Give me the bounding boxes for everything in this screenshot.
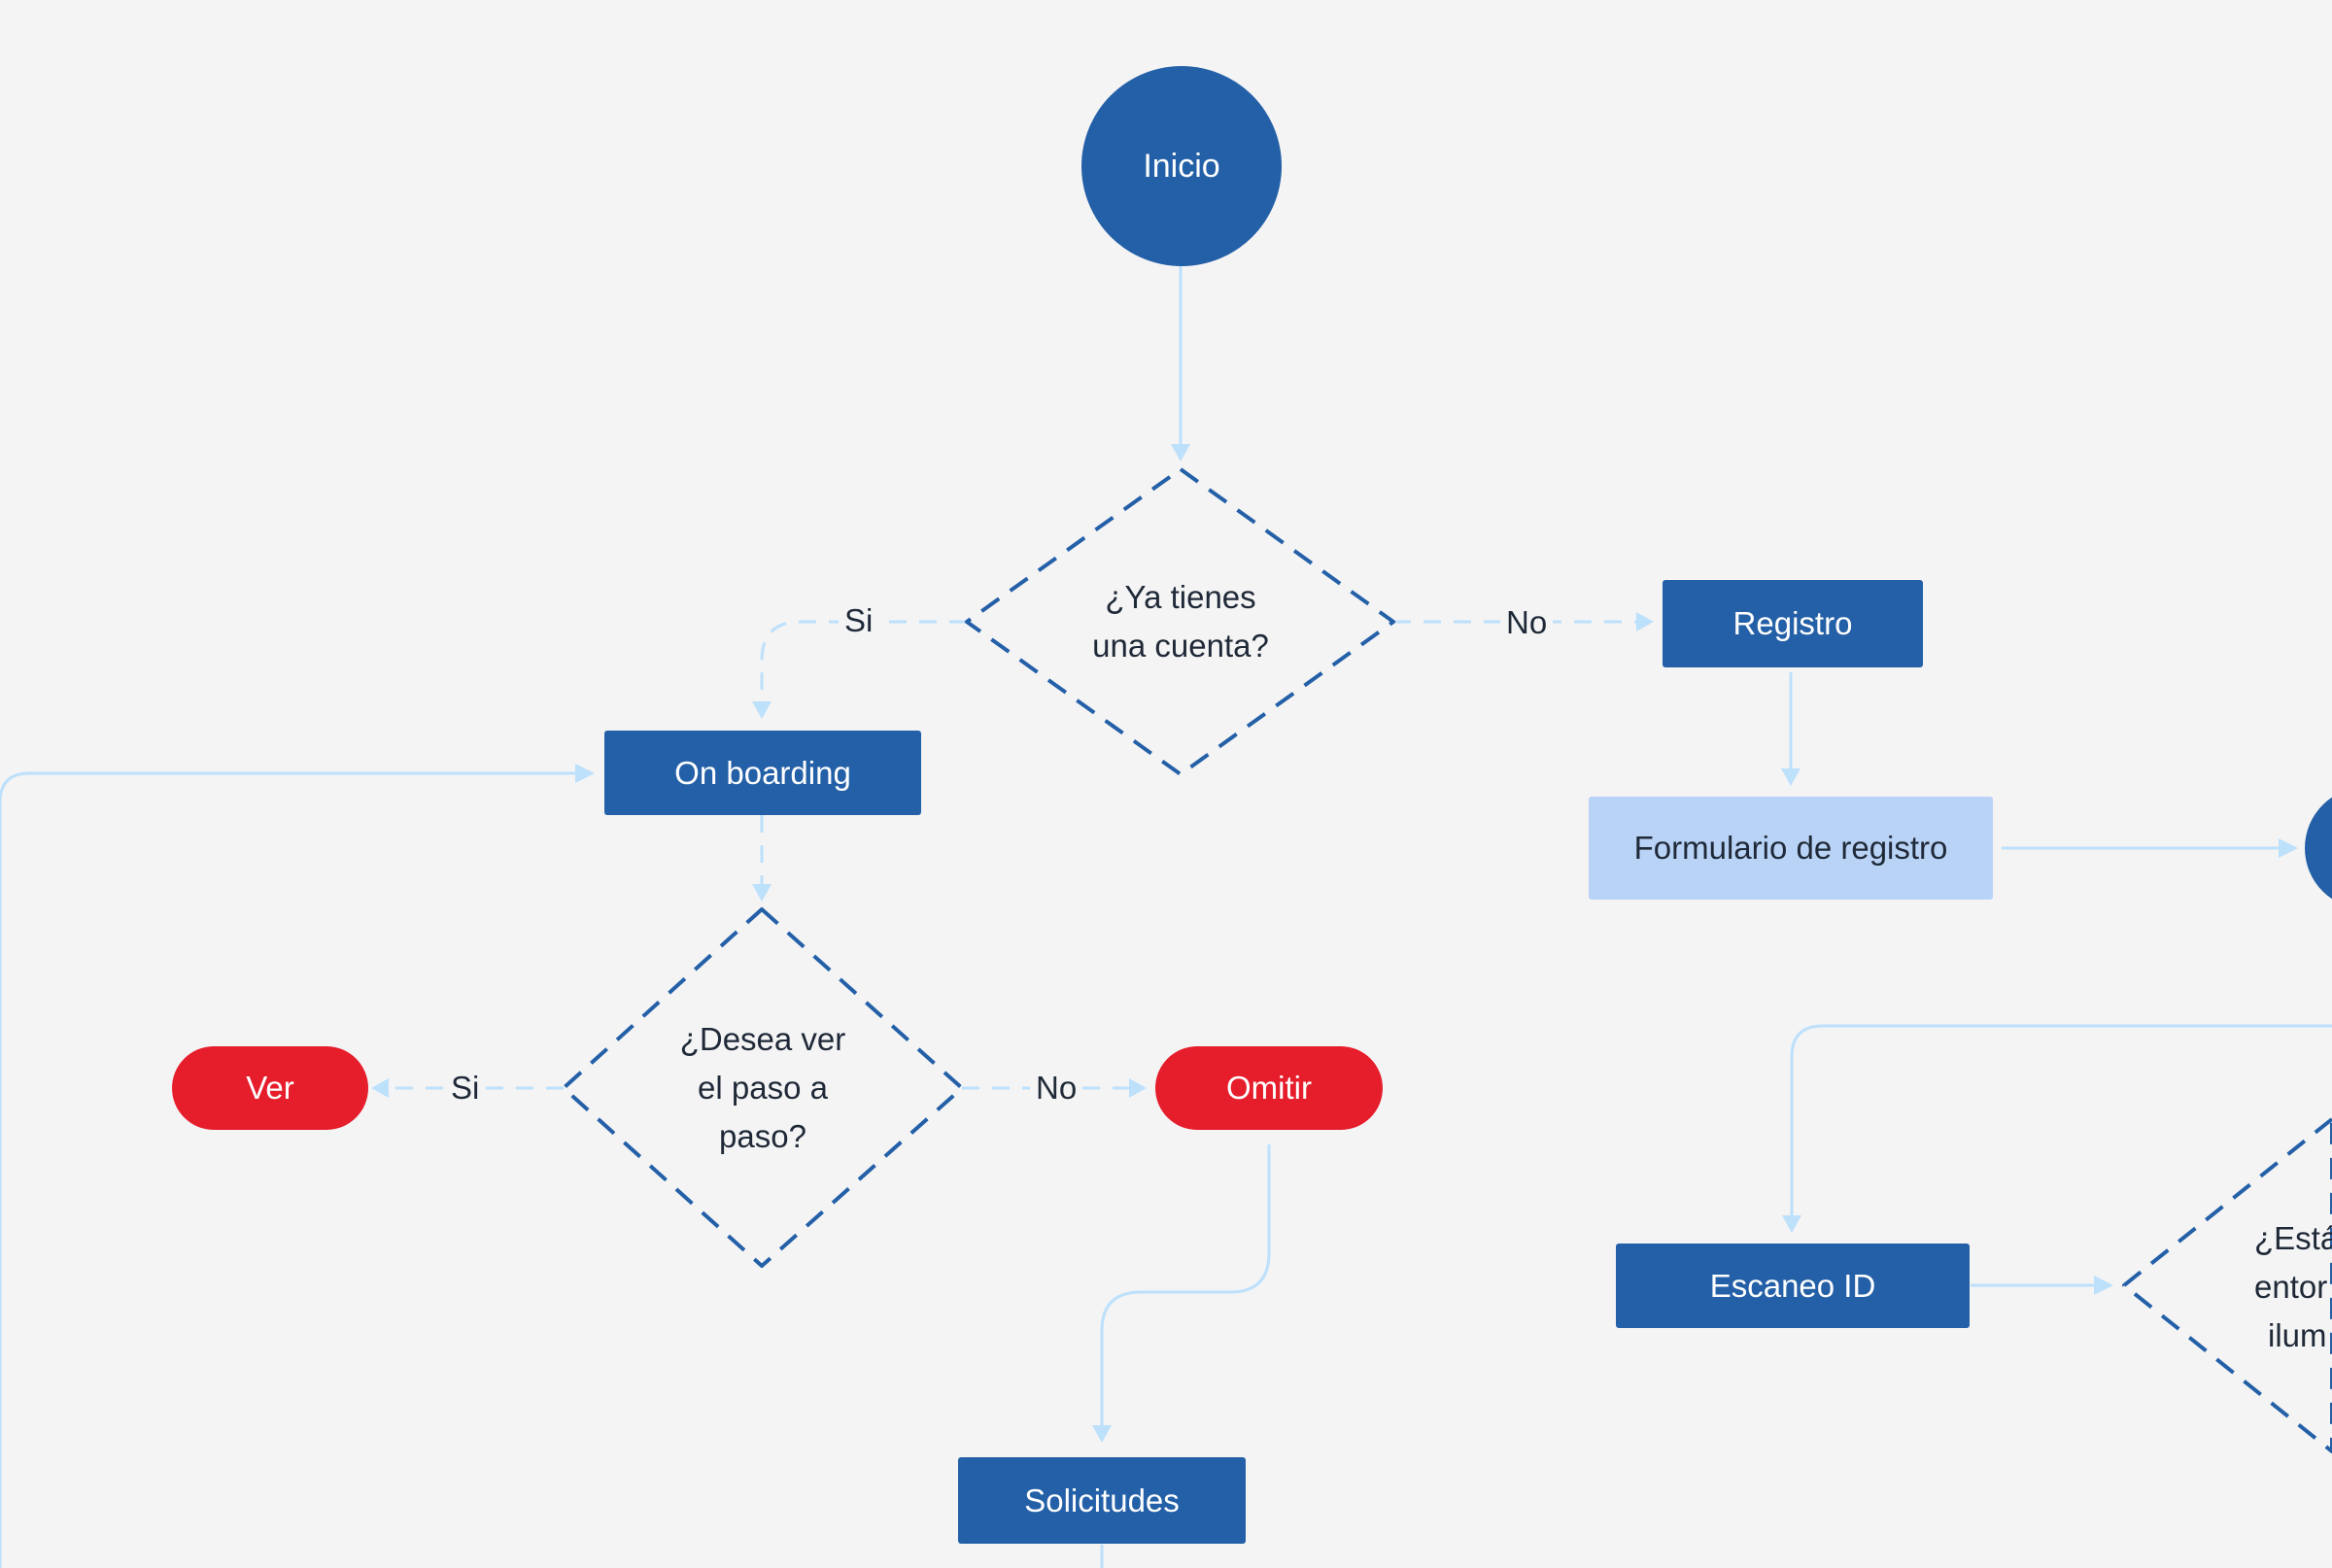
decision-paso-line1: ¿Desea ver <box>679 1021 846 1057</box>
decision-cuenta-line2: una cuenta? <box>1092 628 1269 664</box>
process-node-solicitudes-label: Solicitudes <box>1024 1482 1180 1518</box>
terminal-node-omitir[interactable]: Omitir <box>1155 1046 1383 1130</box>
process-node-formulario[interactable]: Formulario de registro <box>1589 797 1993 900</box>
decision-paso-shape <box>562 907 964 1268</box>
decision-paso[interactable]: ¿Desea ver el paso a paso? <box>622 1013 904 1163</box>
decision-entorno-line1: ¿Está <box>2254 1220 2332 1256</box>
decision-cuenta[interactable]: ¿Ya tienes una cuenta? <box>1030 563 1331 680</box>
process-node-onboarding-label: On boarding <box>674 754 851 791</box>
arrowhead-cuenta <box>1171 444 1190 461</box>
terminal-node-ver-label: Ver <box>246 1070 294 1106</box>
decision-paso-line2: el paso a <box>698 1070 828 1106</box>
start-node-label: Inicio <box>1143 147 1220 185</box>
process-node-formulario-label: Formulario de registro <box>1633 830 1948 866</box>
edge-label-paso-no: No <box>1030 1070 1083 1107</box>
terminal-node-omitir-label: Omitir <box>1226 1070 1312 1106</box>
connector-loop-to-escaneo <box>1790 1024 2332 1220</box>
arrowhead-ver <box>371 1078 389 1098</box>
edge-label-cuenta-no: No <box>1500 604 1554 641</box>
connector-omitir-to-solicitudes <box>1100 1144 1271 1430</box>
process-node-onboarding[interactable]: On boarding <box>604 731 921 815</box>
terminal-node-ver[interactable]: Ver <box>172 1046 368 1130</box>
arrowhead-formulario <box>1781 768 1800 786</box>
process-node-registro[interactable]: Registro <box>1663 580 1923 667</box>
arrowhead-cuenta-si <box>752 701 772 719</box>
arrowhead-onboarding-loop <box>575 764 595 783</box>
arrowhead-escaneo <box>1782 1215 1801 1233</box>
decision-entorno-line3: ilum <box>2268 1317 2327 1353</box>
process-node-registro-label: Registro <box>1732 605 1853 641</box>
decision-cuenta-line1: ¿Ya tienes <box>1105 579 1256 615</box>
start-node-inicio[interactable]: Inicio <box>1081 66 1282 266</box>
edge-label-cuenta-si: Si <box>839 602 879 639</box>
arrowhead-paso <box>752 884 772 902</box>
connector-loop-to-onboarding <box>0 771 580 1568</box>
process-node-solicitudes[interactable]: Solicitudes <box>958 1457 1246 1544</box>
arrowhead-registro <box>1636 612 1654 631</box>
arrowhead-solicitudes <box>1092 1425 1112 1443</box>
process-node-escaneo-label: Escaneo ID <box>1709 1267 1876 1304</box>
arrowhead-entorno <box>2094 1276 2113 1295</box>
decision-entorno[interactable]: ¿Está entor ilum <box>2235 1212 2332 1362</box>
arrowhead-offscreen <box>2279 838 2298 858</box>
process-node-escaneo[interactable]: Escaneo ID <box>1616 1244 1970 1328</box>
decision-entorno-line2: entor <box>2254 1269 2328 1305</box>
decision-paso-line3: paso? <box>719 1118 806 1154</box>
edge-label-paso-si: Si <box>445 1070 486 1107</box>
decision-entorno-shape <box>2122 1117 2332 1453</box>
connector-cuenta-si <box>760 620 967 701</box>
arrowhead-omitir <box>1129 1078 1147 1098</box>
